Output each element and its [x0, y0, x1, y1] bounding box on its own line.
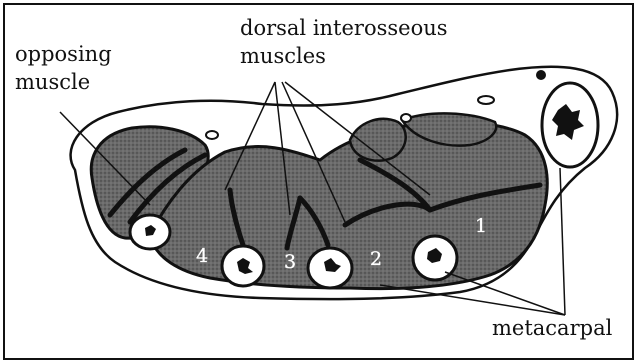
label-dorsal-line1: dorsal interosseous — [240, 16, 448, 40]
muscle-number-1: 1 — [475, 215, 487, 237]
label-metacarpal: metacarpal — [492, 316, 612, 340]
muscle-number-2: 2 — [370, 248, 382, 270]
dorsal-vessel-2 — [478, 96, 494, 104]
muscle-number-3: 3 — [284, 251, 296, 273]
label-opposing-line2: muscle — [15, 70, 90, 94]
label-dorsal-line2: muscles — [240, 44, 326, 68]
leader-metacarpal-2 — [445, 272, 565, 315]
dorsal-vessel-1 — [206, 131, 218, 139]
dorsal-dot — [536, 70, 546, 80]
dorsal-vessel-3 — [401, 114, 411, 122]
muscle-number-4: 4 — [196, 245, 208, 267]
label-opposing-line1: opposing — [15, 42, 112, 66]
